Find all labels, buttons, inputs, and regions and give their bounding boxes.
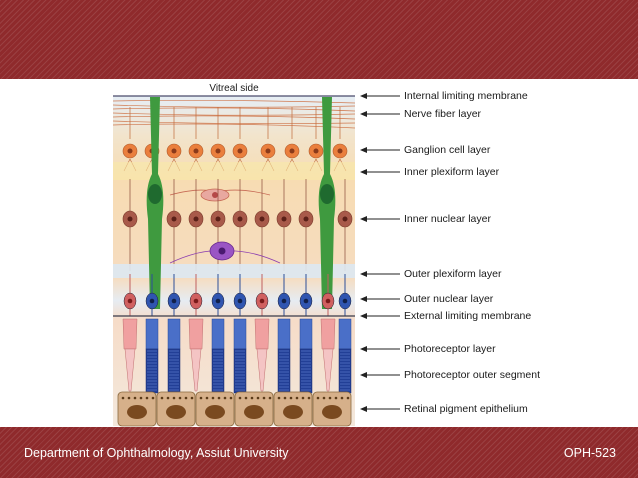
bipolar-cells [122,179,353,271]
rod-inner-segment [338,318,352,350]
photoreceptors [122,318,352,394]
footer-code: OPH-523 [563,446,616,460]
layer-label: Outer nuclear layer [404,293,494,305]
rod-inner-segment [211,318,225,350]
photoreceptor-nuclei [123,274,352,316]
footer-department: Department of Ophthalmology, Assiut Univ… [24,446,289,460]
cone-inner-segment [254,318,270,350]
inner-plexiform-band [113,162,355,180]
rod-outer-segment [299,348,313,394]
rod-inner-segment [299,318,313,350]
layer-label: Inner plexiform layer [404,166,500,178]
rod-inner-segment [233,318,247,350]
rod-outer-segment [145,348,159,394]
rpe-nucleus [283,405,303,419]
layer-label: Ganglion cell layer [404,144,491,156]
retina-layers-diagram: Vitreal side Internal limiting membrane … [112,83,540,427]
cone-inner-segment [188,318,204,350]
layer-label: Outer plexiform layer [404,268,502,280]
layer-label: External limiting membrane [404,310,531,322]
layer-label: Nerve fiber layer [404,108,482,120]
rpe-cells [117,391,352,427]
label-ilm: Internal limiting membrane [360,90,528,102]
label-ipl: Inner plexiform layer [360,166,500,178]
rod-inner-segment [145,318,159,350]
cone-outer-segment [322,348,334,392]
rod-outer-segment [167,348,181,394]
rod-inner-segment [277,318,291,350]
layer-label: Inner nuclear layer [404,213,491,225]
layer-label: Photoreceptor outer segment [404,369,540,381]
vitreal-side-label: Vitreal side [209,83,259,94]
label-nfl: Nerve fiber layer [360,108,482,120]
rod-outer-segment [211,348,225,394]
cone-outer-segment [190,348,202,392]
layer-label: Retinal pigment epithelium [404,403,528,415]
label-photoreceptor: Photoreceptor layer [360,343,496,355]
rod-outer-segment [277,348,291,394]
layer-label: Photoreceptor layer [404,343,496,355]
rod-inner-segment [167,318,181,350]
rpe-nucleus [244,405,264,419]
label-rpe: Retinal pigment epithelium [360,403,528,415]
cone-outer-segment [124,348,136,392]
label-inl: Inner nuclear layer [360,213,491,225]
rpe-nucleus [205,405,225,419]
label-opl: Outer plexiform layer [360,268,502,280]
rpe-nucleus [322,405,342,419]
rod-outer-segment [338,348,352,394]
layer-label: Internal limiting membrane [404,90,528,102]
rod-outer-segment [233,348,247,394]
rpe-nucleus [127,405,147,419]
muller-cells [146,97,336,309]
label-outer-segment: Photoreceptor outer segment [360,369,540,381]
header-band [0,0,638,79]
rpe-nucleus [166,405,186,419]
footer-band [0,427,638,478]
cone-inner-segment [122,318,138,350]
label-onl: Outer nuclear layer [360,293,494,305]
amacrine-cell [169,188,271,202]
horizontal-cell [169,241,281,264]
layer-labels: Internal limiting membrane Nerve fiber l… [360,90,540,415]
label-elm: External limiting membrane [360,310,531,322]
cone-outer-segment [256,348,268,392]
label-gcl: Ganglion cell layer [360,144,491,156]
cone-inner-segment [320,318,336,350]
